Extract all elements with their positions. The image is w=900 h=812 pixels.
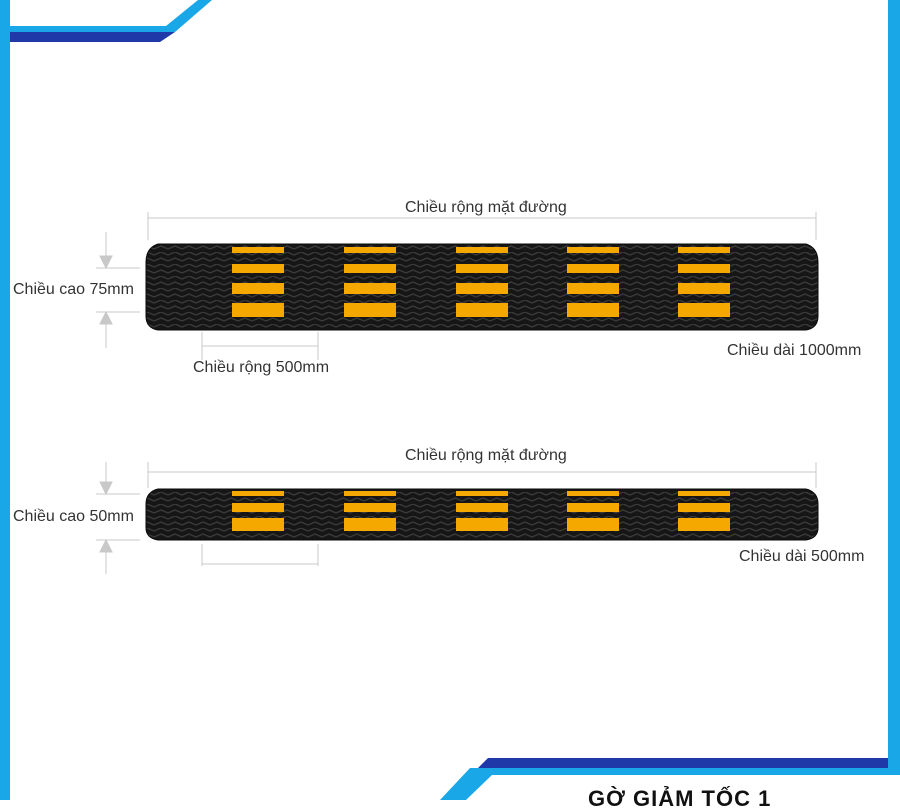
reflective-stripe (344, 247, 396, 253)
reflective-stripe (232, 303, 284, 317)
reflective-stripe (678, 264, 730, 273)
reflective-stripe (232, 518, 284, 531)
reflective-stripe (678, 503, 730, 512)
height-label-bottom: Chiều cao 50mm (13, 508, 134, 525)
speed-bump-50mm (145, 488, 819, 541)
reflective-stripe (456, 518, 508, 531)
reflective-stripe (344, 283, 396, 294)
dimension-width-500-top (201, 332, 319, 360)
reflective-stripe (344, 264, 396, 273)
road-width-label-top: Chiều rộng mặt đường (405, 199, 567, 216)
reflective-stripe (678, 491, 730, 496)
length-label-bottom: Chiều dài 500mm (739, 548, 865, 565)
reflective-stripe (456, 491, 508, 496)
reflective-stripe (232, 491, 284, 496)
reflective-stripes-bottom (232, 491, 730, 531)
reflective-stripe (232, 503, 284, 512)
length-label-top: Chiều dài 1000mm (727, 342, 862, 359)
reflective-stripe (567, 283, 619, 294)
reflective-stripe (344, 491, 396, 496)
frame-left-bar (0, 0, 10, 800)
dimension-height-bottom (96, 462, 140, 574)
footer-title: GỜ GIẢM TỐC 1 (588, 786, 772, 811)
road-width-label-bottom: Chiều rộng mặt đường (405, 447, 567, 464)
reflective-stripe (678, 303, 730, 317)
reflective-stripe (344, 503, 396, 512)
reflective-stripe (232, 247, 284, 253)
dimension-road-width-bottom (147, 462, 817, 488)
reflective-stripe (678, 247, 730, 253)
dimension-height-top (96, 232, 140, 348)
reflective-stripe (456, 503, 508, 512)
reflective-stripe (232, 264, 284, 273)
reflective-stripe (567, 518, 619, 531)
reflective-stripe (567, 247, 619, 253)
reflective-stripe (678, 518, 730, 531)
reflective-stripes-top (232, 247, 730, 317)
width-label-top: Chiều rộng 500mm (193, 359, 330, 376)
dimension-width-500-bottom (201, 544, 319, 566)
frame-corner-bottom-right (440, 758, 900, 800)
frame-right-bar (888, 0, 900, 800)
reflective-stripe (344, 518, 396, 531)
reflective-stripe (567, 491, 619, 496)
height-label-top: Chiều cao 75mm (13, 281, 134, 298)
reflective-stripe (456, 264, 508, 273)
reflective-stripe (567, 503, 619, 512)
dimension-road-width-top (147, 212, 817, 240)
reflective-stripe (344, 303, 396, 317)
reflective-stripe (232, 283, 284, 294)
reflective-stripe (567, 303, 619, 317)
reflective-stripe (456, 283, 508, 294)
frame-corner-top-left (0, 0, 212, 42)
reflective-stripe (567, 264, 619, 273)
reflective-stripe (456, 247, 508, 253)
reflective-stripe (678, 283, 730, 294)
reflective-stripe (456, 303, 508, 317)
